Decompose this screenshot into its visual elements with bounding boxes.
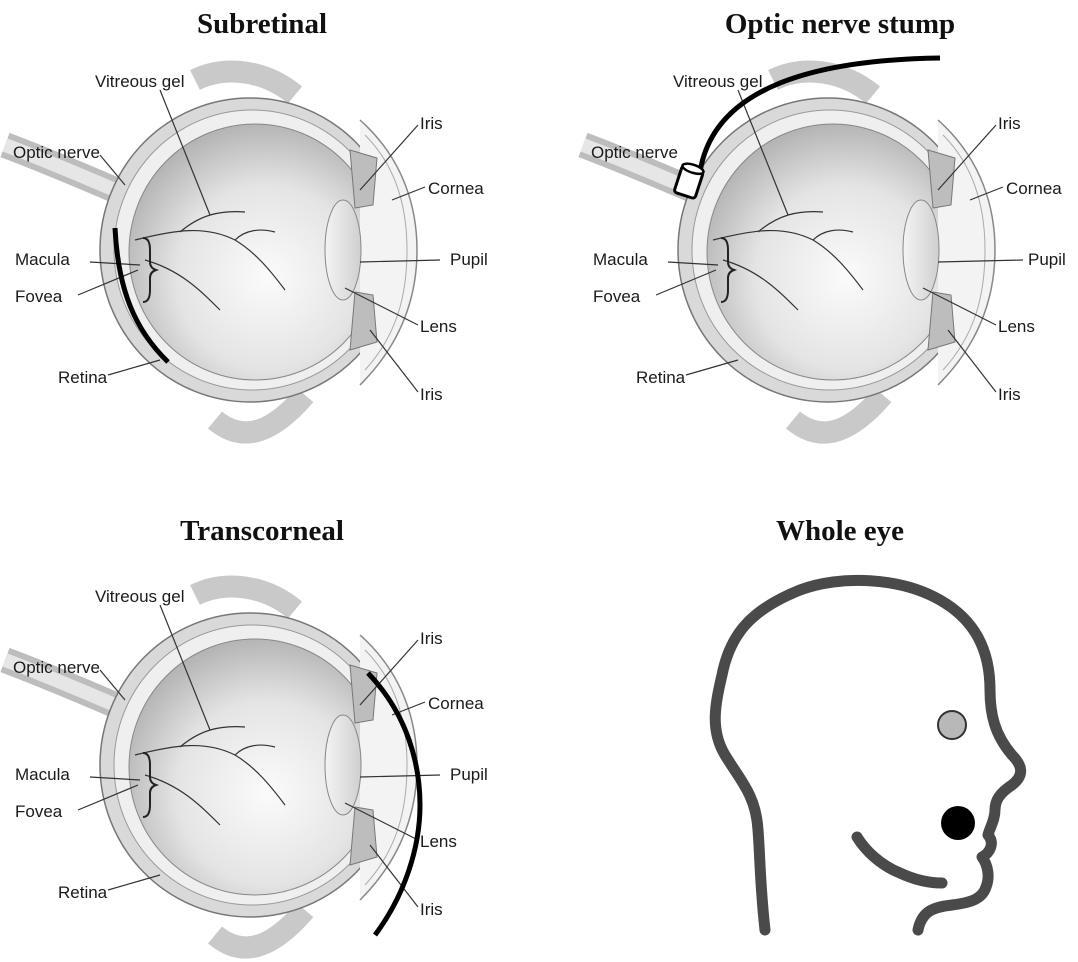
panel-subretinal: Vitreous gel Optic nerve Macula Fovea Re… <box>0 50 520 480</box>
label-retina: Retina <box>58 368 108 387</box>
head-silhouette <box>715 580 1020 930</box>
label-pupil: Pupil <box>450 765 488 784</box>
panel-title-optic-nerve-stump: Optic nerve stump <box>725 8 955 41</box>
label-lens: Lens <box>420 832 457 851</box>
label-pupil: Pupil <box>450 250 488 269</box>
panel-transcorneal: Vitreous gel Optic nerve Macula Fovea Re… <box>0 565 520 962</box>
label-lens: Lens <box>998 317 1035 336</box>
label-vitreous-gel: Vitreous gel <box>95 72 184 91</box>
label-macula: Macula <box>593 250 648 269</box>
panel-title-transcorneal: Transcorneal <box>180 515 344 548</box>
panel-title-subretinal: Subretinal <box>197 8 327 41</box>
label-optic-nerve: Optic nerve <box>591 143 678 162</box>
label-retina: Retina <box>58 883 108 902</box>
label-cornea: Cornea <box>428 694 484 713</box>
label-fovea: Fovea <box>15 802 63 821</box>
label-fovea: Fovea <box>15 287 63 306</box>
label-iris-top: Iris <box>420 629 443 648</box>
label-pupil: Pupil <box>1028 250 1066 269</box>
panel-optic-nerve-stump: Vitreous gel Optic nerve Macula Fovea Re… <box>578 50 1078 480</box>
label-lens: Lens <box>420 317 457 336</box>
label-iris-top: Iris <box>998 114 1021 133</box>
panel-title-whole-eye: Whole eye <box>776 515 904 548</box>
jaw-line <box>857 837 942 883</box>
mouth-marker <box>941 806 975 840</box>
label-iris-bottom: Iris <box>998 385 1021 404</box>
label-vitreous-gel: Vitreous gel <box>673 72 762 91</box>
eye-marker <box>938 711 966 739</box>
label-macula: Macula <box>15 250 70 269</box>
label-macula: Macula <box>15 765 70 784</box>
label-iris-top: Iris <box>420 114 443 133</box>
label-vitreous-gel: Vitreous gel <box>95 587 184 606</box>
label-cornea: Cornea <box>1006 179 1062 198</box>
label-retina: Retina <box>636 368 686 387</box>
label-optic-nerve: Optic nerve <box>13 143 100 162</box>
label-optic-nerve: Optic nerve <box>13 658 100 677</box>
label-iris-bottom: Iris <box>420 385 443 404</box>
label-fovea: Fovea <box>593 287 641 306</box>
label-iris-bottom: Iris <box>420 900 443 919</box>
label-cornea: Cornea <box>428 179 484 198</box>
panel-whole-eye <box>690 565 1078 962</box>
